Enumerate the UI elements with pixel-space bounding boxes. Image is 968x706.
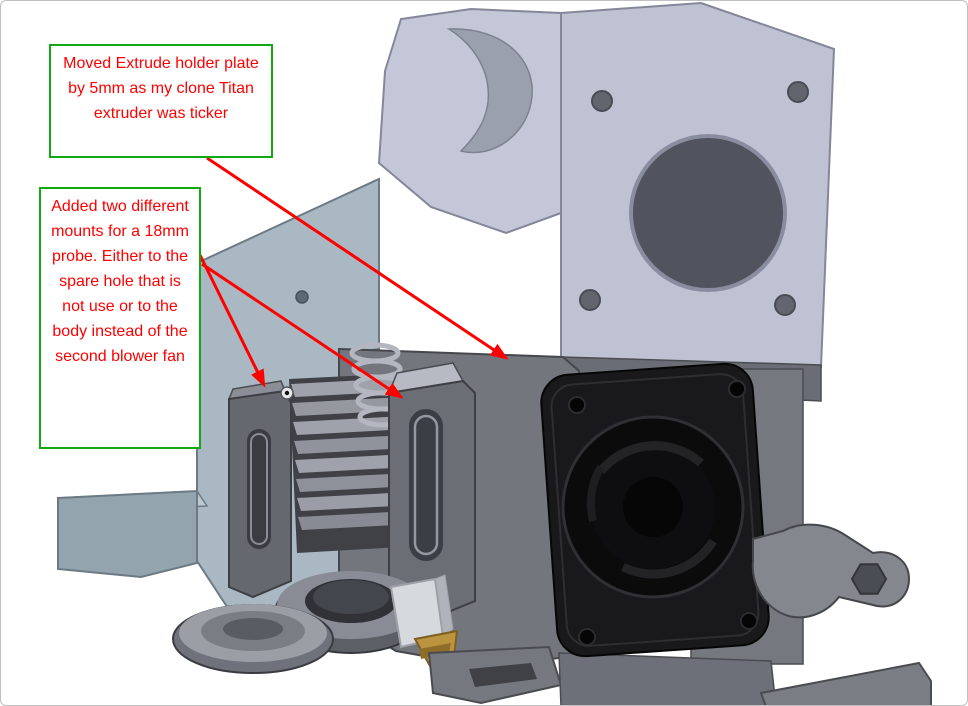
probe-slot xyxy=(247,429,271,549)
arrow-spare-hole xyxy=(198,254,266,388)
hex-hole xyxy=(850,563,888,595)
heatsink-fins xyxy=(289,373,419,553)
blower-fan xyxy=(540,362,770,658)
right-arm xyxy=(751,523,911,619)
arrow-body-mount xyxy=(201,262,404,399)
probe-slot xyxy=(409,409,443,561)
screw-hole xyxy=(774,294,796,316)
heater-block-nozzle xyxy=(389,574,459,689)
screw-hole xyxy=(579,289,601,311)
spacer-rings xyxy=(172,571,428,674)
annotation-arrows xyxy=(198,156,509,399)
fan-duct xyxy=(427,645,932,705)
extruder-holder-plate xyxy=(377,7,562,235)
probe-mount-left xyxy=(227,380,292,599)
fan-screw-hole xyxy=(728,380,746,398)
fan-screw-hole xyxy=(568,396,586,414)
filament-guide-slot xyxy=(446,28,533,154)
callout-extruder-plate-text: Moved Extrude holder plate by 5mm as my … xyxy=(63,55,259,122)
motor-mount-plate xyxy=(560,1,836,369)
motor-bore-hole xyxy=(629,134,787,292)
screw-hole xyxy=(787,81,809,103)
fan-hub xyxy=(623,477,683,537)
spare-hole-marker xyxy=(280,386,294,400)
arrow-extruder-plate xyxy=(206,156,509,360)
callout-extruder-plate-note: Moved Extrude holder plate by 5mm as my … xyxy=(49,44,273,158)
screw-hole xyxy=(591,90,613,112)
callout-probe-mounts-note: Added two different mounts for a 18mm pr… xyxy=(39,187,201,449)
fan-screw-hole xyxy=(740,612,758,630)
callout-probe-mounts-text: Added two different mounts for a 18mm pr… xyxy=(51,198,189,365)
fan-screw-hole xyxy=(578,628,596,646)
